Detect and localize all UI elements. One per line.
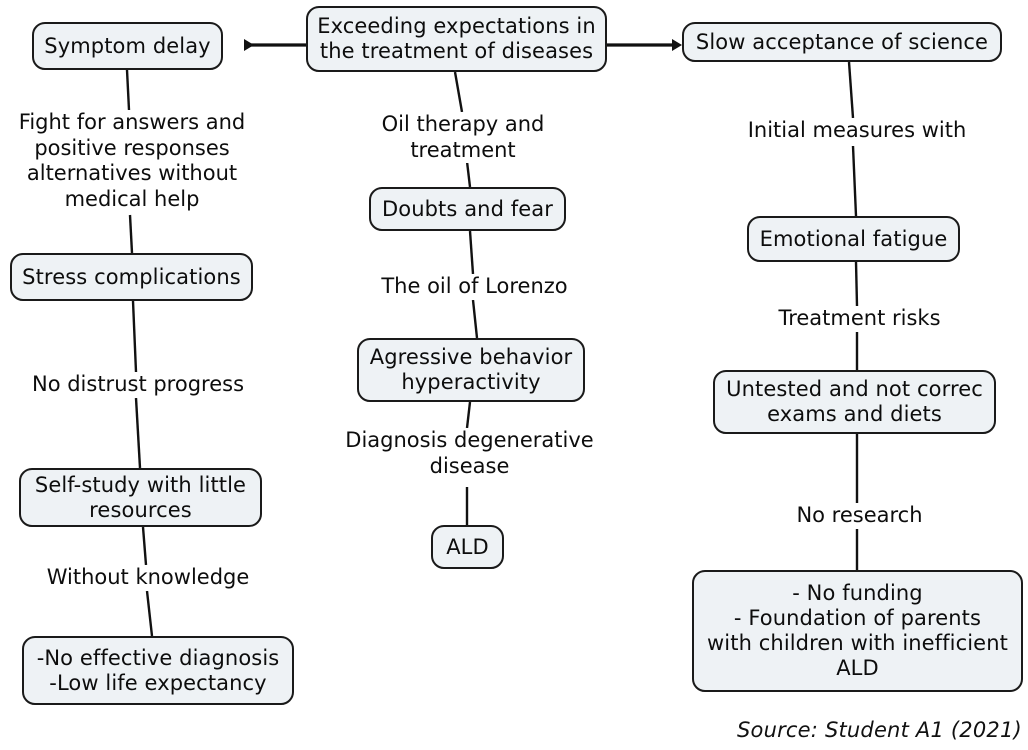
node-self-study-with-little-resources[interactable]: Self-study with little resources (19, 468, 262, 527)
edge-slow-to-fatigue-lower (851, 145, 858, 217)
edge-label-without-knowledge: Without knowledge (26, 565, 270, 591)
edge-symptom-delay-to-stress-lower (128, 214, 134, 254)
edge-label-initial-measures-with: Initial measures with (718, 118, 996, 144)
edge-label-fight-for-answers: Fight for answers and positive responses… (10, 110, 254, 213)
node-root-exceeding-expectations[interactable]: Exceeding expectations in the treatment … (306, 6, 607, 72)
edge-slow-to-fatigue-upper (847, 61, 855, 119)
node-untested-and-not-correc-exams-and-diets[interactable]: Untested and not correc exams and diets (713, 370, 996, 434)
edge-doubts-to-agressive-lower (471, 299, 479, 339)
node-no-effective-diagnosis[interactable]: -No effective diagnosis -Low life expect… (22, 636, 294, 705)
node-agressive-behavior-hyperactivity[interactable]: Agressive behavior hyperactivity (357, 338, 585, 402)
node-ald[interactable]: ALD (431, 525, 504, 569)
edge-label-oil-therapy-and-treatment: Oil therapy and treatment (325, 112, 601, 164)
node-slow-acceptance-of-science[interactable]: Slow acceptance of science (682, 22, 1002, 62)
edge-doubts-to-agressive-upper (468, 230, 475, 275)
edge-stress-to-selfstudy-lower (134, 397, 142, 469)
edge-root-to-doubts-upper (453, 71, 464, 113)
edge-selfstudy-to-nodiagnosis-upper (141, 526, 148, 566)
edge-agressive-to-ald-upper (465, 401, 472, 429)
node-doubts-and-fear[interactable]: Doubts and fear (369, 187, 566, 231)
edge-fatigue-to-untested-upper (854, 261, 859, 307)
node-stress-complications[interactable]: Stress complications (10, 253, 253, 301)
edge-label-diagnosis-degenerative-disease: Diagnosis degenerative disease (335, 428, 604, 480)
edge-label-treatment-risks: Treatment risks (725, 306, 994, 332)
edge-stress-to-selfstudy-upper (131, 300, 138, 373)
edge-label-the-oil-of-lorenzo: The oil of Lorenzo (340, 274, 609, 300)
node-symptom-delay[interactable]: Symptom delay (32, 22, 223, 70)
edge-label-no-distrust-progress: No distrust progress (16, 372, 260, 398)
node-emotional-fatigue[interactable]: Emotional fatigue (747, 216, 960, 262)
source-note: Source: Student A1 (2021) (737, 718, 1022, 742)
node-no-funding-foundation-of-parents[interactable]: - No funding - Foundation of parents wit… (692, 570, 1023, 692)
edge-selfstudy-to-nodiagnosis-lower (145, 590, 154, 637)
edge-label-no-research: No research (725, 503, 994, 529)
edge-symptom-delay-to-stress (125, 69, 131, 111)
